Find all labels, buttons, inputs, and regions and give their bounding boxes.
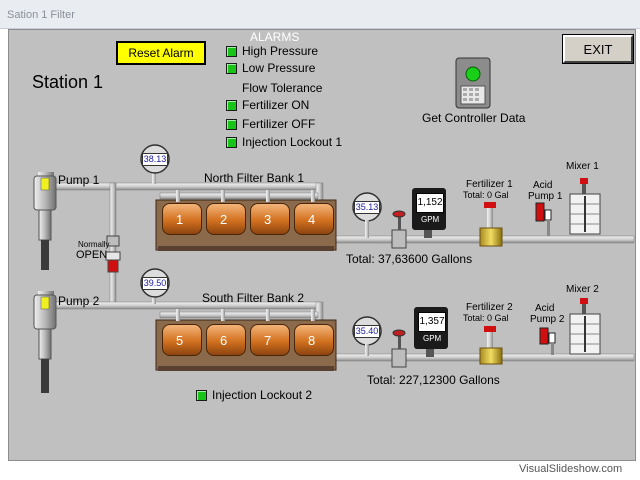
pipe-south-header	[159, 311, 319, 319]
normally-open-valve	[105, 235, 121, 273]
controller-label: Get Controller Data	[422, 111, 526, 125]
pump1-label: Pump 1	[58, 173, 100, 187]
south-total-gallons: Total: 227,12300 Gallons	[367, 373, 500, 387]
pump2-label: Pump 2	[58, 294, 100, 308]
exit-button[interactable]: EXIT	[562, 34, 634, 64]
north-flow-valve	[391, 210, 407, 249]
mixer1-body	[569, 178, 601, 235]
fertilizer1-total: Total: 0 Gal	[463, 190, 509, 200]
valve-label-line2: OPEN	[76, 249, 108, 261]
fertilizer1-title: Fertilizer 1	[466, 179, 513, 190]
filter-tank-2[interactable]: 2	[206, 203, 246, 235]
window-title: Sation 1 Filter	[7, 9, 75, 21]
alarm-led-icon	[226, 100, 237, 111]
window-titlebar: Sation 1 Filter	[0, 0, 640, 29]
alarm-led-icon	[196, 390, 207, 401]
alarm-led-icon	[226, 119, 237, 130]
alarm-led-icon	[226, 46, 237, 57]
filter-tank-7[interactable]: 7	[250, 324, 290, 356]
south-flow-valve	[391, 329, 407, 368]
acid-pump1-label-line2: Pump 1	[528, 191, 563, 202]
pump1-body	[33, 172, 57, 270]
south-inlet-pressure: 39.50	[142, 277, 168, 290]
filter-tank-3[interactable]: 3	[250, 203, 290, 235]
acid-pump2-label-line2: Pump 2	[530, 314, 565, 325]
get-controller-data-button[interactable]	[456, 58, 490, 108]
filter-tank-8[interactable]: 8	[294, 324, 334, 356]
north-outlet-pressure: 35.13	[354, 201, 380, 214]
mixer2-label: Mixer 2	[566, 284, 599, 295]
filter-tank-6[interactable]: 6	[206, 324, 246, 356]
filter-tank-5[interactable]: 5	[162, 324, 202, 356]
acid-pump1	[535, 202, 552, 236]
south-outlet-pressure: 35.40	[354, 325, 380, 338]
controller-device	[455, 57, 491, 109]
filter-tank-4[interactable]: 4	[294, 203, 334, 235]
north-filter-bank-title: North Filter Bank 1	[204, 171, 305, 185]
fertilizer1-injector	[479, 202, 503, 247]
mixer1-label: Mixer 1	[566, 161, 599, 172]
north-total-gallons: Total: 37,63600 Gallons	[346, 252, 473, 266]
north-inlet-pressure: 38.13	[142, 153, 168, 166]
south-filter-bank: 5 6 7 8	[162, 324, 334, 364]
fertilizer2-total: Total: 0 Gal	[463, 313, 509, 323]
south-filter-bank-title: South Filter Bank 2	[202, 291, 305, 305]
acid-pump2-label-line1: Acid	[535, 303, 555, 314]
reset-alarm-button[interactable]: Reset Alarm	[116, 41, 206, 65]
south-flow-unit: GPM	[423, 334, 442, 343]
alarm-led-icon	[226, 63, 237, 74]
filter-tank-1[interactable]: 1	[162, 203, 202, 235]
alarm-led-icon	[226, 137, 237, 148]
north-filter-bank: 1 2 3 4	[162, 203, 334, 243]
mixer2-body	[569, 298, 601, 355]
alarms-heading: ALARMS	[250, 30, 300, 44]
fertilizer2-injector	[479, 326, 503, 365]
valve-label-line1: Normally	[78, 240, 110, 249]
pipe-north-header	[159, 192, 319, 200]
acid-pump1-label-line1: Acid	[533, 180, 553, 191]
pipe-gauge1-stem	[152, 168, 156, 184]
north-flow-readout: 1,152	[416, 193, 444, 213]
north-flow-unit: GPM	[421, 215, 440, 224]
acid-pump2	[539, 327, 556, 355]
fertilizer2-title: Fertilizer 2	[466, 302, 513, 313]
pump2-body	[33, 291, 57, 393]
watermark: VisualSlideshow.com	[519, 463, 623, 475]
south-flow-readout: 1,357	[418, 312, 446, 332]
station-title: Station 1	[32, 72, 104, 92]
